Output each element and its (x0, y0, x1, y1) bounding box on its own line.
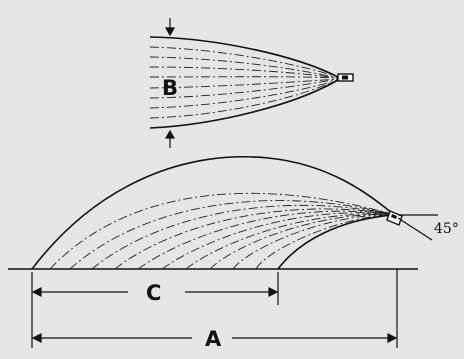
throw-dimension: A (31, 269, 398, 351)
top-spray-outer-lower (149, 79, 339, 129)
angle-nozzle-axis-line (397, 217, 433, 241)
side-spray-outer-arc (31, 155, 393, 270)
coverage-dimension: C (31, 272, 279, 305)
width-arrow-bottom (164, 129, 176, 148)
side-nozzle (386, 210, 403, 226)
side-spray-inner-streams (49, 192, 393, 270)
throw-label: A (205, 327, 222, 351)
width-label: B (162, 76, 178, 100)
top-spray-inner-streams (149, 46, 339, 119)
top-view-spray: B (149, 18, 354, 148)
side-view-spray: 45° (8, 155, 459, 270)
width-arrow-top (164, 18, 176, 37)
top-nozzle (337, 73, 354, 82)
top-spray-outer-upper (149, 36, 339, 78)
coverage-label: C (146, 281, 161, 305)
angle-label: 45° (434, 221, 459, 237)
side-spray-inner-arc (277, 214, 393, 270)
